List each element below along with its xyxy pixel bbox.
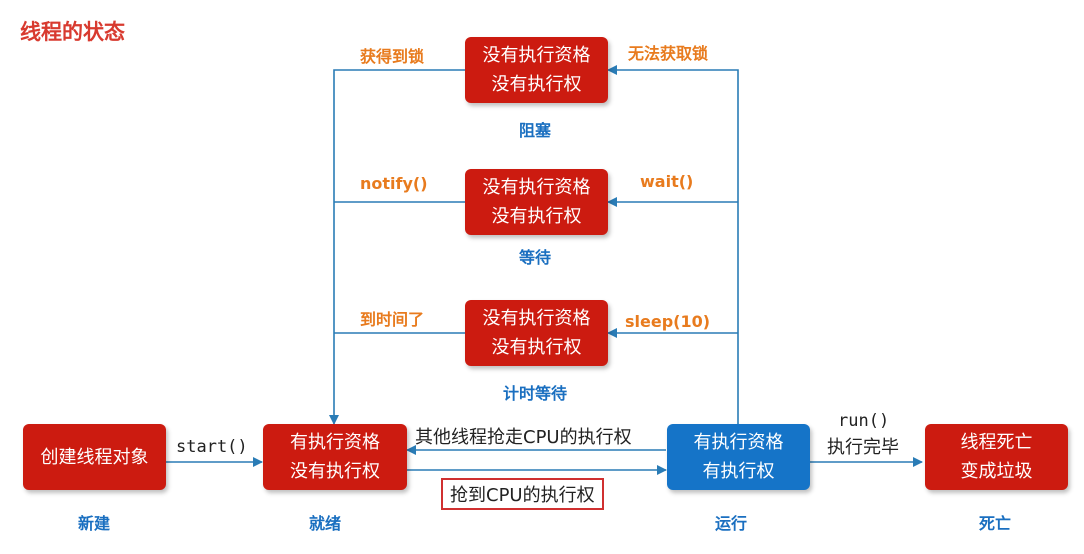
label-got-lock: 获得到锁 xyxy=(360,47,425,66)
timed-waiting-line-1: 没有执行资格 xyxy=(482,308,591,329)
runnable-line-1: 有执行资格 xyxy=(290,432,380,453)
waiting-line-1: 没有执行资格 xyxy=(482,177,591,198)
label-cannot-get-lock: 无法获取锁 xyxy=(628,44,709,63)
state-label-runnable: 就绪 xyxy=(308,514,341,533)
running-line-2: 有执行权 xyxy=(702,461,775,482)
running-line-1: 有执行资格 xyxy=(693,432,784,453)
state-label-new: 新建 xyxy=(77,514,110,533)
state-label-timed-waiting: 计时等待 xyxy=(502,384,567,403)
blocked-line-2: 没有执行权 xyxy=(491,74,582,95)
label-preempted: 其他线程抢走CPU的执行权 xyxy=(415,427,632,448)
runnable-line-2: 没有执行权 xyxy=(290,461,380,482)
new-line-1: 创建线程对象 xyxy=(40,446,149,468)
waiting-box: 没有执行资格 没有执行权 xyxy=(465,169,608,235)
dead-box: 线程死亡 变成垃圾 xyxy=(925,424,1068,490)
state-label-dead: 死亡 xyxy=(978,514,1011,533)
label-run-done: 执行完毕 xyxy=(827,437,899,458)
timed-waiting-line-2: 没有执行权 xyxy=(491,337,582,358)
blocked-box: 没有执行资格 没有执行权 xyxy=(465,37,608,103)
dead-line-1: 线程死亡 xyxy=(960,432,1033,453)
runnable-box: 有执行资格 没有执行权 xyxy=(263,424,407,490)
state-label-waiting: 等待 xyxy=(518,248,551,267)
line-blocked-to-runnable xyxy=(329,69,465,425)
label-wait: wait() xyxy=(640,172,694,191)
diagram-title: 线程的状态 xyxy=(20,20,125,44)
blocked-line-1: 没有执行资格 xyxy=(482,45,591,66)
state-label-blocked: 阻塞 xyxy=(518,121,551,140)
label-got-cpu: 抢到CPU的执行权 xyxy=(441,478,604,510)
timed-waiting-box: 没有执行资格 没有执行权 xyxy=(465,300,608,366)
waiting-line-2: 没有执行权 xyxy=(491,206,582,227)
label-start: start() xyxy=(176,437,248,457)
new-box: 创建线程对象 xyxy=(23,424,166,490)
label-notify: notify() xyxy=(360,174,428,193)
label-sleep: sleep(10) xyxy=(625,312,711,331)
line-running-to-blocked xyxy=(607,65,739,426)
label-run: run() xyxy=(838,411,890,431)
state-label-running: 运行 xyxy=(714,514,747,533)
label-time-up: 到时间了 xyxy=(360,310,425,329)
running-box: 有执行资格 有执行权 xyxy=(667,424,810,490)
dead-line-2: 变成垃圾 xyxy=(960,461,1033,482)
